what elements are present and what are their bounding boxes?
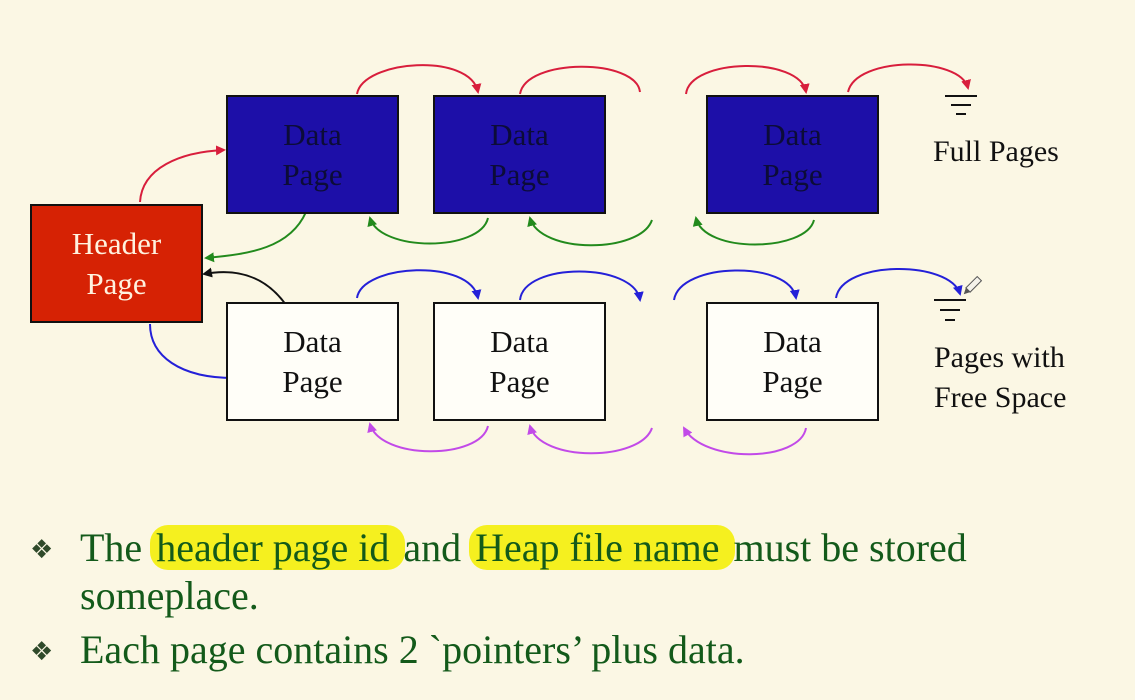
full-data-page: Data Page [226,95,399,214]
page-label-line1: Data [763,323,822,359]
free-next-arrow [673,269,800,301]
header-page: Header Page [30,204,203,323]
diamond-bullet-icon: ❖ [30,637,54,667]
free-next-arrow [519,270,644,302]
header-page-line1: Header [71,225,162,261]
pen-cursor-icon [963,275,983,295]
page-label-line2: Page [489,363,550,399]
page-label-line2: Page [282,156,343,192]
free-pages-label-line2: Free Space [934,381,1067,414]
page-label-line2: Page [762,156,823,192]
page-label-line1: Data [283,323,342,359]
free-prev-arrow [527,424,653,455]
bullet-text-start: The [80,525,153,570]
full-prev-arrow [367,216,489,245]
page-label-line2: Page [489,156,550,192]
free-data-page: Data Page [226,302,399,421]
header-page-line2: Page [86,265,147,301]
free-prev-arrow [367,422,489,453]
header-to-full-arrow [139,145,226,203]
full-next-arrow [847,63,971,93]
page-label-line1: Data [490,116,549,152]
free-prev-arrow [683,426,807,456]
free-list-null-icon [934,299,966,321]
bullet-text: Each page contains 2 `pointers’ plus dat… [80,627,745,672]
header-to-free-arrow [149,323,236,383]
free-next-arrow [835,268,963,299]
bullet-item: ❖ Each page contains 2 `pointers’ plus d… [30,626,1110,674]
free-next-arrow [356,269,482,300]
full-next-arrow [356,64,482,95]
full-data-page: Data Page [706,95,879,214]
bullet-text-end: must be stored someplace. [80,525,967,618]
full-list-null-icon [945,95,977,115]
free-data-page: Data Page [433,302,606,421]
full-pages-label: Full Pages [933,135,1059,168]
full-to-header-arrow [204,211,307,263]
free-data-page: Data Page [706,302,879,421]
full-prev-arrow [527,216,653,247]
page-label-line1: Data [490,323,549,359]
page-label-line1: Data [763,116,822,152]
full-prev-arrow [692,216,815,246]
full-next-arrow [685,65,810,95]
bullet-text-middle: and [403,525,472,570]
bullet-list: ❖ The header page id and Heap file name … [30,524,1110,680]
free-pages-label-line1: Pages with [934,341,1065,374]
full-next-arrow [519,65,641,95]
page-label-line2: Page [282,363,343,399]
full-data-page: Data Page [433,95,606,214]
bullet-item: ❖ The header page id and Heap file name … [30,524,1110,620]
page-label-line1: Data [283,116,342,152]
page-label-line2: Page [762,363,823,399]
diamond-bullet-icon: ❖ [30,535,54,565]
highlight-heap-file-name: Heap file name [469,525,736,570]
highlight-header-page-id: header page id [150,525,406,570]
